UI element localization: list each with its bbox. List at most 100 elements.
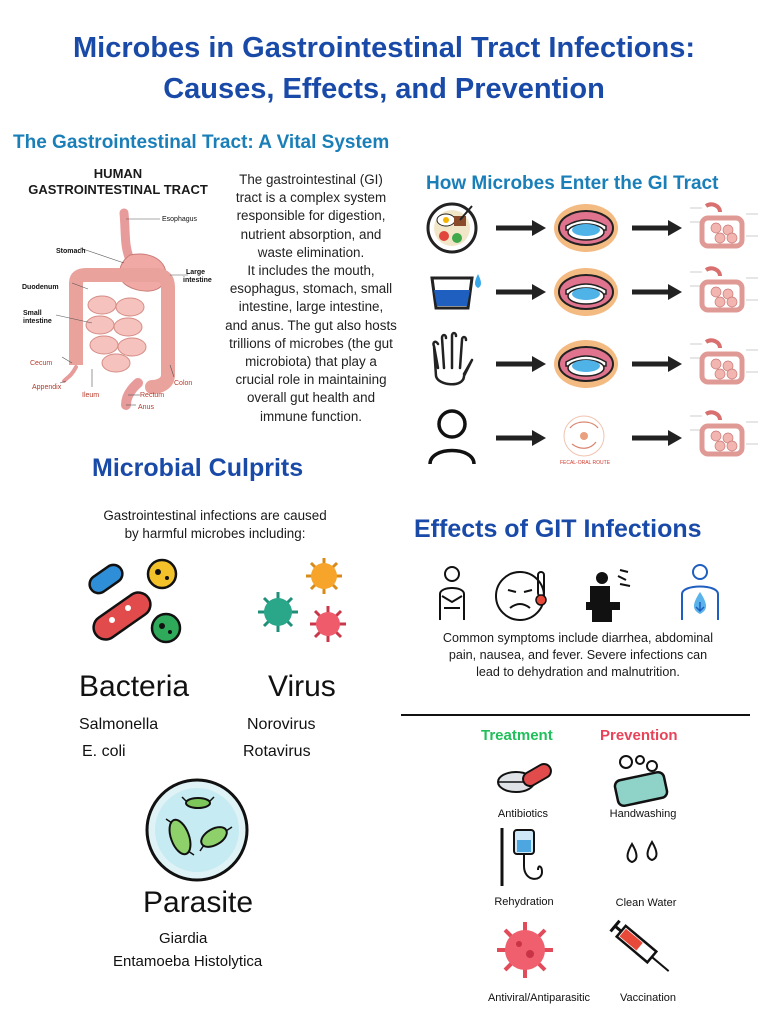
bacteria-example: E. coli — [82, 743, 126, 760]
gi-desc-line: responsible for digestion, — [236, 208, 386, 224]
gi-desc-line: It includes the mouth, — [247, 263, 375, 279]
treatment-item: Antibiotics — [497, 808, 549, 820]
effects-icons — [430, 562, 730, 628]
gut-icon — [688, 198, 760, 258]
rehydration-icon — [498, 826, 558, 890]
fecal-oral-diagram: FECAL-ORAL ROUTE — [560, 415, 611, 466]
culprits-heading: Microbial Culprits — [92, 454, 304, 482]
label-esophagus: Esophagus — [162, 216, 198, 223]
culprits-intro: Gastrointestinal infections are caused b… — [60, 507, 370, 543]
arrow-icon — [496, 356, 546, 372]
label-ileum: Ileum — [82, 392, 99, 399]
effects-heading: Effects of GIT Infections — [414, 515, 702, 543]
parasite-title: Parasite — [143, 886, 254, 919]
label-rectum: Rectum — [140, 392, 164, 399]
syringe-icon — [604, 916, 680, 984]
treatment-item: Antiviral/Antiparasitic — [487, 992, 591, 1004]
culprits-intro-line: Gastrointestinal infections are caused — [103, 508, 327, 523]
virus-title: Virus — [268, 670, 336, 703]
gi-desc-line: The gastrointestinal (GI) — [239, 172, 383, 187]
antibiotics-icon — [496, 760, 556, 802]
hand-icon — [432, 331, 474, 386]
gi-description: The gastrointestinal (GI) tract is a com… — [208, 171, 414, 426]
bacteria-icon — [82, 554, 192, 654]
title-line-1: Microbes in Gastrointestinal Tract Infec… — [72, 32, 695, 64]
prevention-item: Handwashing — [609, 808, 677, 820]
label-large-intestine-2: intestine — [183, 277, 212, 284]
label-stomach: Stomach — [56, 248, 86, 255]
label-small-intestine-1: Small — [23, 310, 42, 317]
gut-icon — [688, 262, 760, 322]
label-large-intestine-1: Large — [186, 269, 205, 276]
food-plate-icon — [426, 202, 478, 254]
abdominal-pain-icon — [439, 566, 465, 620]
prevention-heading: Prevention — [600, 727, 678, 744]
culprits-intro-line: by harmful microbes including: — [124, 526, 306, 541]
label-cecum: Cecum — [30, 360, 52, 367]
divider — [401, 714, 750, 716]
prevention-item: Vaccination — [619, 992, 677, 1004]
mouth-icon — [553, 203, 619, 253]
gut-icon — [688, 406, 760, 466]
diagram-title-line-2: GASTROINTESTINAL TRACT — [28, 182, 208, 197]
effects-text: Common symptoms include diarrhea, abdomi… — [412, 630, 744, 681]
label-small-intestine-2: intestine — [23, 318, 52, 325]
gi-desc-line: nutrient absorption, and — [240, 226, 382, 242]
diagram-title-line-1: HUMAN — [93, 166, 143, 181]
gi-section-heading: The Gastrointestinal Tract: A Vital Syst… — [13, 132, 390, 153]
treatment-item: Rehydration — [494, 896, 554, 908]
gi-desc-line: crucial role in maintaining — [235, 372, 387, 388]
effects-text-line: lead to dehydration and malnutrition. — [476, 665, 680, 679]
gi-desc-line: trillions of microbes (the gut — [229, 335, 393, 351]
arrow-icon — [632, 220, 682, 236]
parasite-example: Giardia — [159, 930, 208, 947]
gi-desc-line: overall gut health and — [246, 390, 376, 406]
fever-icon — [495, 571, 547, 621]
page-title: Microbes in Gastrointestinal Tract Infec… — [0, 28, 768, 110]
label-colon: Colon — [174, 380, 192, 387]
gi-tract-diagram: Esophagus Stomach Large intestine Duoden… — [20, 205, 220, 420]
diagram-title: HUMAN GASTROINTESTINAL TRACT — [18, 166, 218, 198]
gi-desc-line: tract is a complex system — [235, 190, 387, 206]
treatment-heading: Treatment — [481, 727, 553, 744]
label-appendix: Appendix — [32, 384, 62, 391]
arrow-icon — [632, 430, 682, 446]
gi-desc-line: waste elimination. — [257, 244, 365, 260]
label-anus: Anus — [138, 404, 154, 411]
arrow-icon — [496, 220, 546, 236]
entry-diagram: FECAL-ORAL ROUTE — [424, 196, 764, 476]
mouth-icon — [553, 267, 619, 317]
dehydration-icon — [681, 564, 719, 620]
arrow-icon — [632, 356, 682, 372]
virus-example: Rotavirus — [243, 743, 311, 760]
parasite-example: Entamoeba Histolytica — [113, 953, 263, 970]
virus-example: Norovirus — [247, 716, 316, 733]
gut-icon — [688, 334, 760, 394]
diarrhea-icon — [586, 569, 631, 622]
effects-text-line: pain, nausea, and fever. Severe infectio… — [448, 648, 708, 662]
prevention-item: Clean Water — [615, 897, 677, 909]
handwashing-icon — [612, 752, 672, 808]
effects-text-line: Common symptoms include diarrhea, abdomi… — [442, 631, 714, 645]
arrow-icon — [496, 430, 546, 446]
gi-desc-line: immune function. — [260, 408, 362, 424]
gi-desc-line: esophagus, stomach, small — [229, 281, 393, 297]
clean-water-icon — [622, 840, 666, 870]
gi-desc-line: and anus. The gut also hosts — [225, 317, 397, 333]
bacteria-example: Salmonella — [79, 716, 159, 733]
arrow-icon — [496, 284, 546, 300]
gi-desc-line: intestine, large intestine, — [238, 299, 384, 315]
person-icon — [428, 409, 476, 465]
parasite-icon — [142, 775, 252, 885]
fecal-oral-label: FECAL-ORAL ROUTE — [560, 460, 611, 466]
label-duodenum: Duodenum — [22, 284, 59, 291]
title-line-2: Causes, Effects, and Prevention — [163, 73, 605, 105]
virus-icon — [248, 554, 358, 654]
mouth-icon — [553, 339, 619, 389]
water-glass-icon — [430, 274, 481, 310]
antiviral-icon — [492, 918, 558, 982]
bacteria-title: Bacteria — [79, 670, 190, 703]
entry-heading: How Microbes Enter the GI Tract — [426, 173, 719, 194]
gi-desc-line: microbiota) that play a — [245, 354, 377, 370]
arrow-icon — [632, 284, 682, 300]
